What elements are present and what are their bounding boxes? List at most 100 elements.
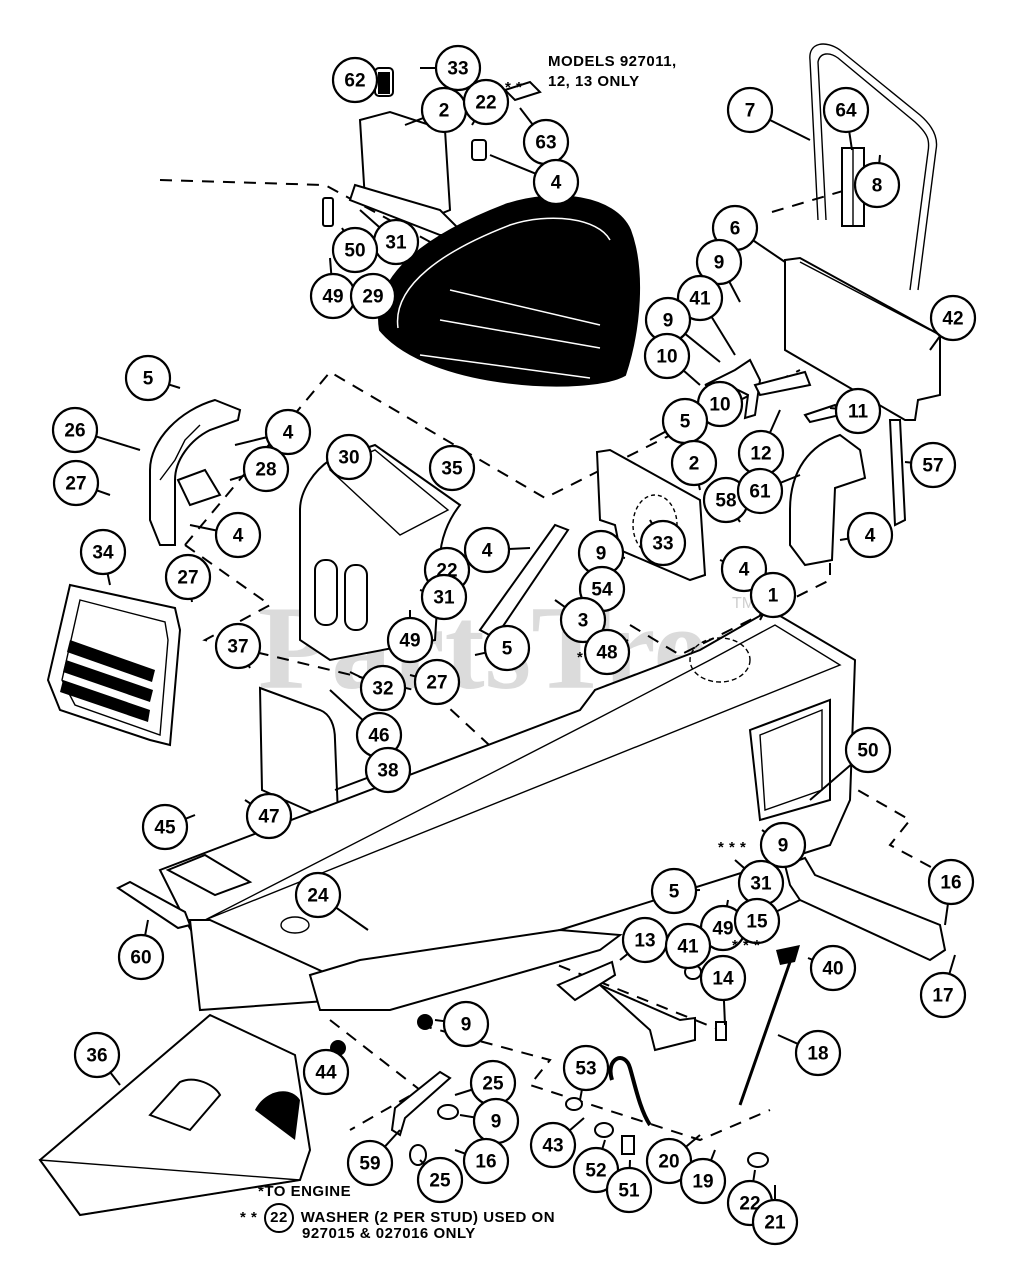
callout-leader-16 — [454, 1149, 466, 1155]
callout-37[interactable]: 37 — [214, 622, 262, 670]
callout-27[interactable]: 27 — [52, 459, 100, 507]
callout-33[interactable]: 33 — [434, 44, 482, 92]
callout-leader-32 — [349, 671, 364, 680]
callout-4[interactable]: 4 — [463, 526, 511, 574]
callout-circle — [699, 954, 747, 1002]
callout-62[interactable]: 62 — [331, 56, 379, 104]
note-washer-line2: 927015 & 027016 ONLY — [302, 1225, 476, 1242]
callout-53[interactable]: 53 — [562, 1044, 610, 1092]
callout-27[interactable]: 27 — [413, 658, 461, 706]
callout-number: 35 — [441, 459, 463, 480]
callout-10[interactable]: 10 — [643, 332, 691, 380]
callout-33[interactable]: 33 — [639, 519, 687, 567]
callout-48[interactable]: 48 — [583, 628, 631, 676]
callout-leader-36 — [109, 1071, 121, 1086]
callout-51[interactable]: 51 — [605, 1166, 653, 1214]
callout-number: 10 — [656, 347, 677, 368]
callout-circle — [562, 1044, 610, 1092]
callout-number: 64 — [835, 101, 857, 122]
callout-21[interactable]: 21 — [751, 1198, 799, 1246]
seat-hinge-parts — [704, 358, 907, 527]
callout-number: 21 — [764, 1213, 786, 1234]
callout-9[interactable]: 9 — [472, 1097, 520, 1145]
callout-5[interactable]: 5 — [661, 397, 709, 445]
callout-4[interactable]: 4 — [214, 511, 262, 559]
note-to-engine: *TO ENGINE — [258, 1183, 352, 1200]
callout-49[interactable]: 49 — [386, 616, 434, 664]
callout-29[interactable]: 29 — [349, 272, 397, 320]
callout-22[interactable]: 22 — [462, 78, 510, 126]
callout-leader-10 — [682, 369, 701, 386]
callout-49[interactable]: 49 — [309, 272, 357, 320]
callout-number: 16 — [940, 873, 961, 894]
callout-circle — [846, 511, 894, 559]
callout-2[interactable]: 2 — [670, 439, 718, 487]
callout-3[interactable]: 3 — [559, 596, 607, 644]
callout-38[interactable]: 38 — [364, 746, 412, 794]
callout-36[interactable]: 36 — [73, 1031, 121, 1079]
callout-4[interactable]: 4 — [264, 408, 312, 456]
callout-43[interactable]: 43 — [529, 1121, 577, 1169]
callout-34[interactable]: 34 — [79, 528, 127, 576]
callout-26[interactable]: 26 — [51, 406, 99, 454]
callout-leader-2 — [404, 116, 424, 126]
callout-number: 25 — [482, 1074, 504, 1095]
callout-45[interactable]: 45 — [141, 803, 189, 851]
callout-8[interactable]: 8 — [853, 161, 901, 209]
callout-25[interactable]: 25 — [469, 1059, 517, 1107]
callout-circle — [605, 1166, 653, 1214]
callout-9[interactable]: 9 — [442, 1000, 490, 1048]
callout-5[interactable]: 5 — [124, 354, 172, 402]
callout-35[interactable]: 35 — [428, 444, 476, 492]
callout-11[interactable]: 11 — [834, 387, 882, 435]
callout-18[interactable]: 18 — [794, 1029, 842, 1077]
callout-15[interactable]: 15 — [733, 897, 781, 945]
callout-4[interactable]: 4 — [846, 511, 894, 559]
callout-16[interactable]: 16 — [462, 1137, 510, 1185]
callout-42[interactable]: 42 — [929, 294, 977, 342]
callout-30[interactable]: 30 — [325, 433, 373, 481]
callout-64[interactable]: 64 — [822, 86, 870, 134]
callout-5[interactable]: 5 — [650, 867, 698, 915]
callout-40[interactable]: 40 — [809, 944, 857, 992]
callout-50[interactable]: 50 — [844, 726, 892, 774]
note-washer-ref: 22 — [264, 1203, 295, 1233]
callout-44[interactable]: 44 — [302, 1048, 350, 1096]
callout-9[interactable]: 9 — [759, 821, 807, 869]
callout-9[interactable]: 9 — [695, 238, 743, 286]
callout-61[interactable]: 61 — [736, 467, 784, 515]
callout-1[interactable]: 1 — [749, 571, 797, 619]
callout-number: 34 — [92, 543, 114, 564]
callout-27[interactable]: 27 — [164, 553, 212, 601]
callout-41[interactable]: 41 — [664, 922, 712, 970]
callout-25[interactable]: 25 — [416, 1156, 464, 1204]
callout-16[interactable]: 16 — [927, 858, 975, 906]
callout-4[interactable]: 4 — [532, 158, 580, 206]
callout-17[interactable]: 17 — [919, 971, 967, 1019]
callout-32[interactable]: 32 — [359, 664, 407, 712]
callout-59[interactable]: 59 — [346, 1139, 394, 1187]
callout-5[interactable]: 5 — [483, 624, 531, 672]
callout-4[interactable]: 4 — [720, 545, 768, 593]
callout-60[interactable]: 60 — [117, 933, 165, 981]
callout-57[interactable]: 57 — [909, 441, 957, 489]
callout-63[interactable]: 63 — [522, 118, 570, 166]
callout-circle — [909, 441, 957, 489]
callout-13[interactable]: 13 — [621, 916, 669, 964]
callout-31[interactable]: 31 — [372, 218, 420, 266]
callout-19[interactable]: 19 — [679, 1157, 727, 1205]
callout-14[interactable]: 14 — [699, 954, 747, 1002]
note-models-line1: MODELS 927011, — [548, 53, 677, 70]
callout-20[interactable]: 20 — [645, 1137, 693, 1185]
callout-41[interactable]: 41 — [676, 274, 724, 322]
callout-31[interactable]: 31 — [420, 573, 468, 621]
callout-46[interactable]: 46 — [355, 711, 403, 759]
callout-7[interactable]: 7 — [726, 86, 774, 134]
callout-leader-9 — [459, 1114, 475, 1119]
callout-9[interactable]: 9 — [577, 529, 625, 577]
callout-50[interactable]: 50 — [331, 226, 379, 274]
callout-24[interactable]: 24 — [294, 871, 342, 919]
callout-2[interactable]: 2 — [420, 86, 468, 134]
callout-47[interactable]: 47 — [245, 792, 293, 840]
callout-28[interactable]: 28 — [242, 445, 290, 493]
